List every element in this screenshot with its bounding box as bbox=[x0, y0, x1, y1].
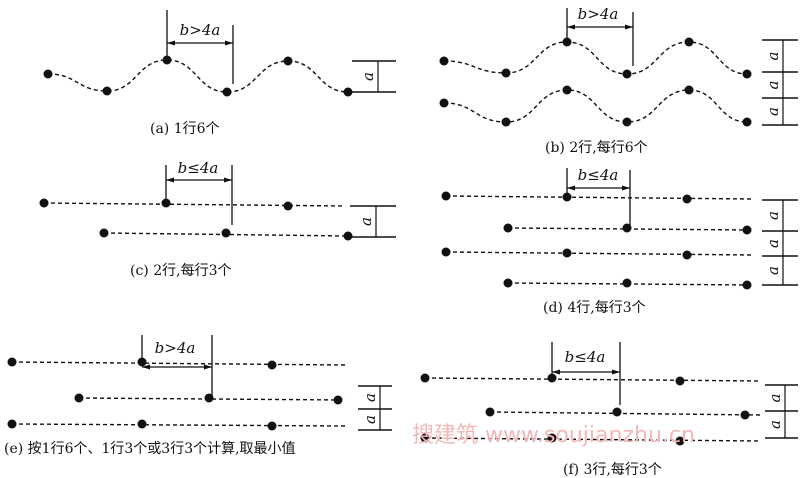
bolt-dot bbox=[740, 410, 750, 420]
bolt-dot bbox=[267, 360, 277, 370]
bolt-dot bbox=[684, 37, 694, 47]
bolt-dot bbox=[204, 393, 214, 403]
bolt-row-line bbox=[445, 251, 753, 256]
bolt-dot bbox=[742, 117, 752, 127]
bolt-dot bbox=[562, 85, 572, 95]
panel-caption: (e) 按1行6个、1行3个或3行3个计算,取最小值 bbox=[4, 441, 296, 457]
bolt-row-line bbox=[489, 411, 761, 416]
bolt-dot bbox=[684, 85, 694, 95]
a-spacing-label: a bbox=[357, 217, 375, 226]
arrow-icon bbox=[142, 364, 212, 370]
bolt-dot bbox=[622, 223, 632, 233]
b-spacing-label: b>4a bbox=[578, 5, 619, 23]
bolt-dot bbox=[562, 248, 572, 258]
bolt-dot bbox=[622, 278, 632, 288]
bolt-dot bbox=[420, 433, 430, 443]
a-spacing-label: a bbox=[764, 52, 782, 61]
a-spacing-label: a bbox=[764, 107, 782, 116]
bolt-dot bbox=[420, 373, 430, 383]
bolt-row-line bbox=[43, 202, 346, 207]
bolt-dot bbox=[439, 98, 449, 108]
bolt-dot bbox=[742, 280, 752, 290]
bolt-dot bbox=[675, 436, 685, 446]
panel-e: b>4a a a (e) 按1行6个、1行3个或3行3个计算,取最小值 bbox=[4, 335, 392, 457]
panel-caption: (d) 4行,每行3个 bbox=[543, 300, 646, 316]
bolt-dot bbox=[267, 421, 277, 431]
b-spacing-label: b>4a bbox=[180, 21, 221, 39]
a-spacing-label: a bbox=[764, 239, 782, 248]
bolt-dot bbox=[7, 357, 17, 367]
bolt-dot bbox=[74, 393, 84, 403]
a-spacing-label: a bbox=[764, 211, 782, 220]
bolt-dot bbox=[547, 433, 557, 443]
panel-caption: (b) 2行,每行6个 bbox=[545, 140, 648, 156]
panel-f: b≤4a a a (f) 3行,每行3个 bbox=[420, 342, 798, 478]
b-spacing-label: b≤4a bbox=[178, 159, 219, 177]
bolt-row-line bbox=[443, 89, 748, 123]
bolt-dot bbox=[343, 87, 353, 97]
arrow-icon bbox=[552, 369, 620, 375]
bolt-dot bbox=[283, 56, 293, 66]
arrow-icon bbox=[167, 40, 233, 46]
bolt-dot bbox=[503, 278, 513, 288]
panel-b: b>4a a a a (b) 2行,每行6个 bbox=[439, 5, 798, 156]
watermark: 搜建筑 www.soujianzhu.cn bbox=[412, 423, 695, 448]
arrow-icon bbox=[567, 24, 633, 30]
bolt-dot bbox=[622, 117, 632, 127]
b-spacing-label: b≤4a bbox=[578, 166, 619, 184]
bolt-row-line bbox=[11, 361, 346, 366]
a-spacing-label: a bbox=[361, 415, 379, 424]
b-spacing-label: b≤4a bbox=[565, 348, 606, 366]
bolt-row-line bbox=[443, 41, 748, 75]
bolt-dot bbox=[742, 225, 752, 235]
panel-a: b>4a a (a) 1行6个 bbox=[43, 10, 396, 137]
bolt-dot bbox=[99, 228, 109, 238]
a-spacing-label: a bbox=[361, 393, 379, 402]
bolt-dot bbox=[7, 419, 17, 429]
a-spacing-label: a bbox=[359, 72, 377, 81]
b-spacing-label: b>4a bbox=[155, 339, 196, 357]
bolt-dot bbox=[742, 69, 752, 79]
a-spacing-label: a bbox=[764, 266, 782, 275]
bolt-row-line bbox=[47, 59, 349, 93]
bolt-dot bbox=[221, 228, 231, 238]
bolt-dot bbox=[675, 376, 685, 386]
bolt-dot bbox=[137, 419, 147, 429]
panel-caption: (a) 1行6个 bbox=[150, 121, 220, 137]
a-spacing-label: a bbox=[766, 420, 784, 429]
bolt-dot bbox=[501, 117, 511, 127]
bolt-dot bbox=[485, 407, 495, 417]
bolt-dot bbox=[102, 86, 112, 96]
bolt-dot bbox=[612, 407, 622, 417]
bolt-dot bbox=[222, 87, 232, 97]
a-spacing-label: a bbox=[764, 81, 782, 90]
panel-c: b≤4a a (c) 2行,每行3个 bbox=[39, 159, 396, 279]
bolt-row-line bbox=[445, 195, 753, 200]
bolt-dot bbox=[343, 231, 353, 241]
panel-caption: (c) 2行,每行3个 bbox=[130, 263, 231, 279]
a-spacing-label: a bbox=[766, 394, 784, 403]
bolt-dot bbox=[622, 69, 632, 79]
bolt-dot bbox=[682, 194, 692, 204]
bolt-dot bbox=[283, 201, 293, 211]
arrow-icon bbox=[166, 177, 232, 183]
bolt-dot bbox=[39, 198, 49, 208]
bolt-row-line bbox=[11, 423, 346, 427]
bolt-dot bbox=[333, 395, 343, 405]
bolt-dot bbox=[503, 223, 513, 233]
panel-d: b≤4a a a a (d) 4行,每行3个 bbox=[441, 166, 798, 316]
bolt-dot bbox=[441, 191, 451, 201]
bolt-dot bbox=[682, 250, 692, 260]
panel-caption: (f) 3行,每行3个 bbox=[563, 462, 662, 478]
bolt-dot bbox=[501, 68, 511, 78]
bolt-dot bbox=[43, 69, 53, 79]
bolt-dot bbox=[439, 56, 449, 66]
bolt-row-line bbox=[424, 377, 761, 382]
bolt-dot bbox=[562, 192, 572, 202]
bolt-dot bbox=[441, 247, 451, 257]
